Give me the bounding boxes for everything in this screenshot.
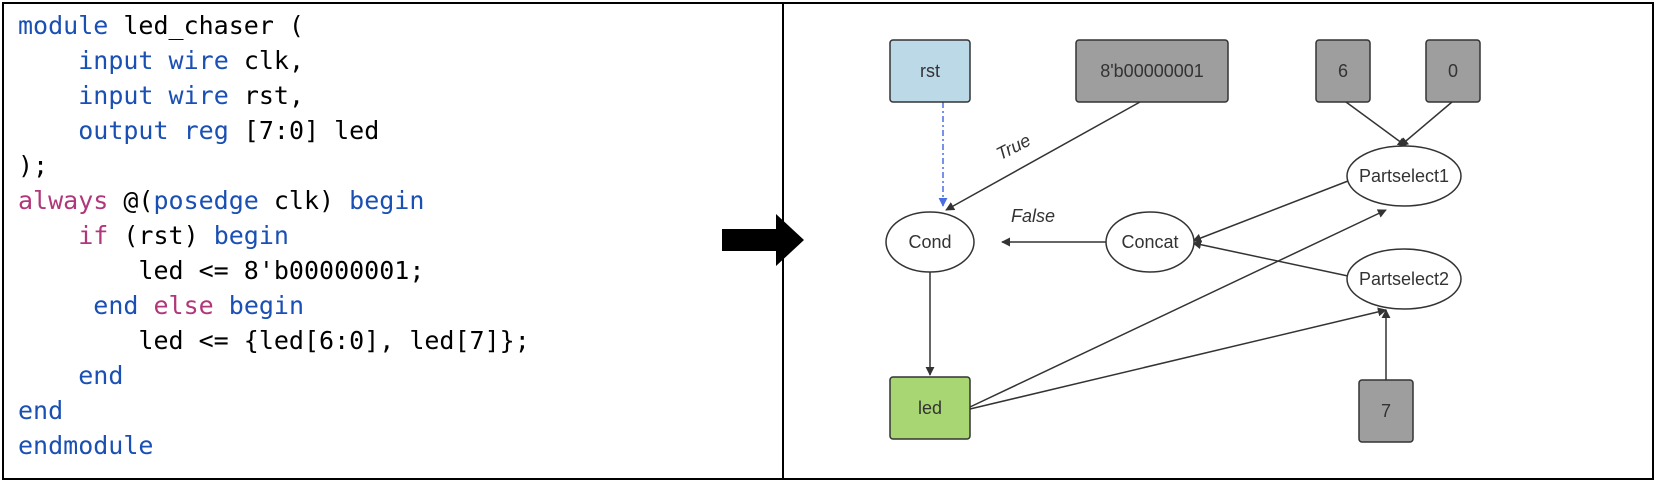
code-keyword: always bbox=[18, 186, 109, 215]
dataflow-graph: True False rst 8'b00000001 6 0 led 7 Par… bbox=[885, 39, 1481, 443]
code-line: endmodule bbox=[18, 428, 530, 463]
node-partselect2: Partselect2 bbox=[1346, 248, 1462, 310]
code-text bbox=[18, 291, 93, 320]
code-text bbox=[18, 221, 78, 250]
code-text bbox=[18, 361, 78, 390]
node-const-label: 8'b00000001 bbox=[1100, 61, 1204, 81]
code-text: [7:0] led bbox=[228, 116, 380, 145]
verilog-code-block: module led_chaser ( input wire clk, inpu… bbox=[18, 8, 530, 463]
code-text bbox=[18, 116, 78, 145]
node-const-8b00000001: 8'b00000001 bbox=[1075, 39, 1229, 103]
code-line: output reg [7:0] led bbox=[18, 113, 530, 148]
code-keyword: end bbox=[18, 396, 64, 425]
edge-partselect2-concat bbox=[1192, 240, 1349, 277]
edge-six-partselect1 bbox=[1345, 101, 1407, 147]
edge-label-false: False bbox=[1011, 206, 1055, 226]
code-line: end bbox=[18, 358, 530, 393]
node-concat: Concat bbox=[1105, 211, 1195, 273]
code-text bbox=[169, 116, 184, 145]
code-keyword: end bbox=[78, 361, 124, 390]
edge-partselect1-concat bbox=[1192, 180, 1349, 243]
edge-label-true: True bbox=[993, 130, 1034, 164]
code-text: @( bbox=[108, 186, 154, 215]
node-led-label: led bbox=[918, 398, 942, 418]
code-text: rst, bbox=[228, 81, 305, 110]
code-text: clk) bbox=[258, 186, 350, 215]
code-line: if (rst) begin bbox=[18, 218, 530, 253]
node-partselect2-label: Partselect2 bbox=[1359, 269, 1449, 289]
code-text bbox=[138, 291, 153, 320]
code-keyword: module bbox=[18, 11, 109, 40]
code-keyword: input bbox=[78, 81, 154, 110]
code-line: input wire rst, bbox=[18, 78, 530, 113]
code-keyword: else bbox=[153, 291, 214, 320]
node-zero-label: 0 bbox=[1448, 61, 1458, 81]
code-text: led <= 8'b00000001; bbox=[18, 256, 425, 285]
edge-led-partselect1 bbox=[969, 209, 1387, 408]
code-line: led <= {led[6:0], led[7]}; bbox=[18, 323, 530, 358]
code-line: ); bbox=[18, 148, 530, 183]
code-keyword: wire bbox=[168, 81, 229, 110]
edge-led-partselect2 bbox=[969, 307, 1387, 410]
node-partselect1: Partselect1 bbox=[1346, 145, 1462, 207]
code-text bbox=[18, 46, 78, 75]
code-keyword: if bbox=[78, 221, 109, 250]
code-text: led <= {led[6:0], led[7]}; bbox=[18, 326, 530, 355]
code-keyword: end bbox=[93, 291, 139, 320]
edge-const-cond bbox=[945, 101, 1141, 211]
code-keyword: posedge bbox=[153, 186, 259, 215]
code-keyword: reg bbox=[183, 116, 229, 145]
code-text bbox=[153, 46, 168, 75]
code-text: clk, bbox=[228, 46, 305, 75]
code-text: ); bbox=[18, 151, 49, 180]
code-keyword: endmodule bbox=[18, 431, 154, 460]
code-keyword: begin bbox=[228, 291, 305, 320]
transform-arrow-icon bbox=[722, 214, 804, 266]
code-keyword: begin bbox=[349, 186, 425, 215]
code-text: led_chaser ( bbox=[108, 11, 304, 40]
code-text bbox=[18, 81, 78, 110]
code-keyword: wire bbox=[168, 46, 229, 75]
code-line: always @(posedge clk) begin bbox=[18, 183, 530, 218]
node-seven-label: 7 bbox=[1381, 401, 1391, 421]
node-rst: rst bbox=[889, 39, 971, 103]
node-cond: Cond bbox=[885, 211, 975, 273]
code-line: end else begin bbox=[18, 288, 530, 323]
code-text bbox=[214, 291, 229, 320]
code-line: end bbox=[18, 393, 530, 428]
code-line: input wire clk, bbox=[18, 43, 530, 78]
node-zero: 0 bbox=[1425, 39, 1481, 103]
node-rst-label: rst bbox=[920, 61, 940, 81]
node-six-label: 6 bbox=[1338, 61, 1348, 81]
code-keyword: begin bbox=[213, 221, 289, 250]
code-keyword: output bbox=[78, 116, 169, 145]
code-text bbox=[153, 81, 168, 110]
code-keyword: input bbox=[78, 46, 154, 75]
node-seven: 7 bbox=[1358, 379, 1414, 443]
node-concat-label: Concat bbox=[1121, 232, 1178, 252]
node-led: led bbox=[889, 376, 971, 440]
node-cond-label: Cond bbox=[908, 232, 951, 252]
edge-zero-partselect1 bbox=[1399, 101, 1453, 147]
node-partselect1-label: Partselect1 bbox=[1359, 166, 1449, 186]
node-six: 6 bbox=[1315, 39, 1371, 103]
code-text: (rst) bbox=[108, 221, 214, 250]
code-line: led <= 8'b00000001; bbox=[18, 253, 530, 288]
code-line: module led_chaser ( bbox=[18, 8, 530, 43]
